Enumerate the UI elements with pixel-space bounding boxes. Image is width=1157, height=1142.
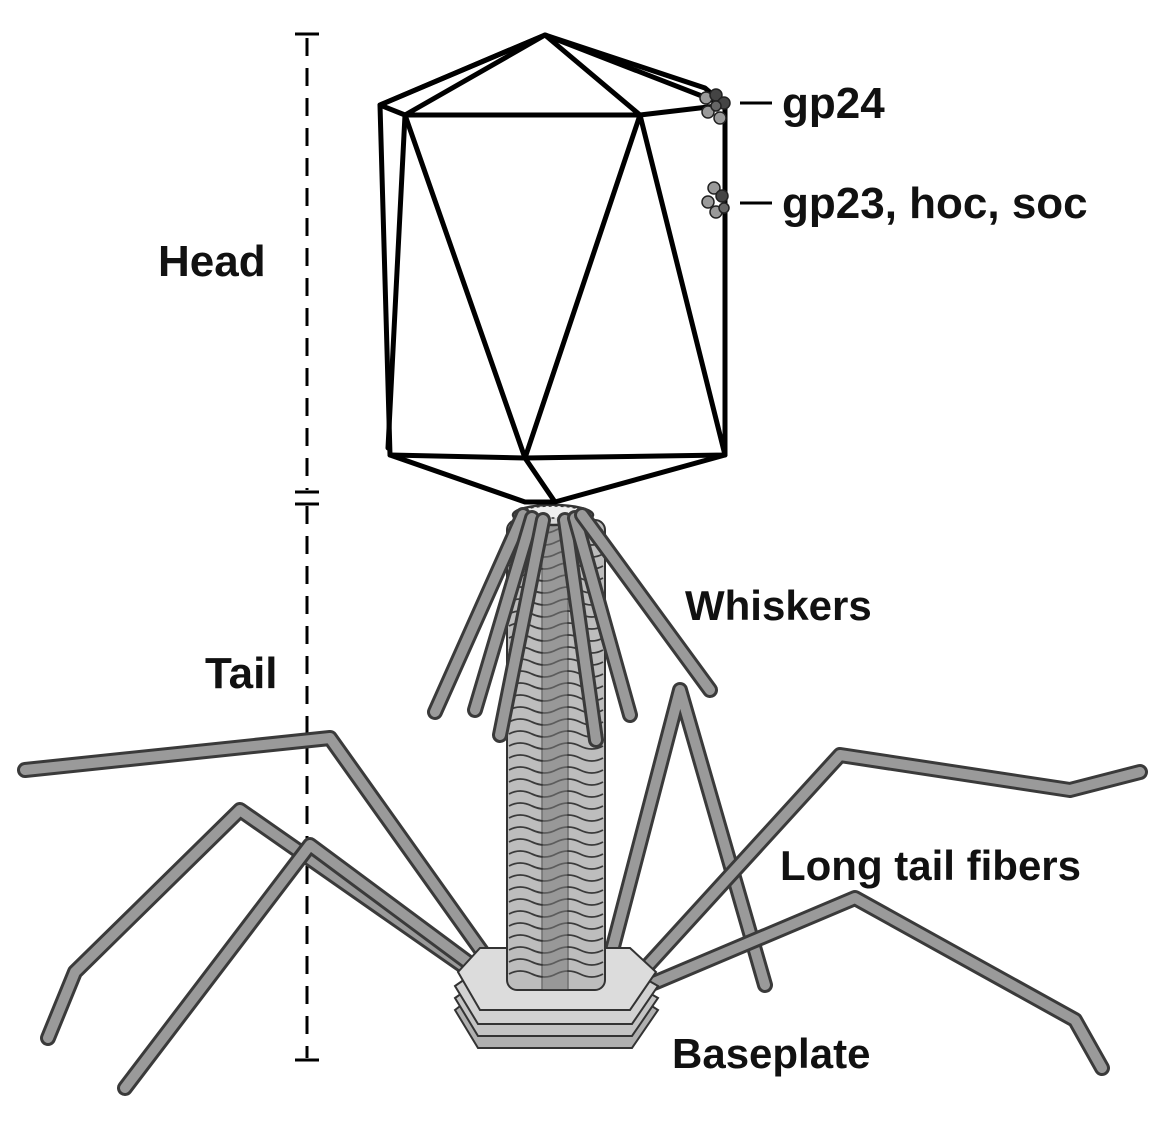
fiber-right-peak [595, 682, 773, 993]
whisker-far-left [427, 507, 531, 720]
gp23-hoc-soc-label: gp23, hoc, soc [782, 179, 1088, 228]
gp24-capsomers [699, 88, 731, 125]
head-label: Head [158, 237, 266, 286]
scale-ruler [295, 32, 319, 1062]
long-tail-fibers [17, 682, 1148, 1096]
whisker-far-right [574, 507, 718, 698]
whisker-left [467, 510, 540, 718]
fiber-right-lower [577, 890, 1110, 1076]
fiber-right-upper [622, 747, 1148, 993]
fiber-left-cross [117, 837, 516, 1096]
tail-label: Tail [205, 649, 278, 698]
fiber-left-bent [40, 802, 520, 1046]
whiskers [427, 507, 718, 748]
gp23-hoc-soc-capsomers [701, 181, 730, 219]
gp24-label: gp24 [782, 79, 885, 128]
whisker-right-inner [557, 512, 604, 748]
whisker-left-inner [492, 512, 551, 743]
fiber-left-long [17, 730, 528, 1013]
whisker-right [567, 510, 638, 723]
baseplate-label: Baseplate [672, 1030, 870, 1077]
long-tail-fibers-label: Long tail fibers [780, 842, 1081, 889]
head-capsid [377, 32, 728, 505]
whiskers-label: Whiskers [685, 582, 872, 629]
